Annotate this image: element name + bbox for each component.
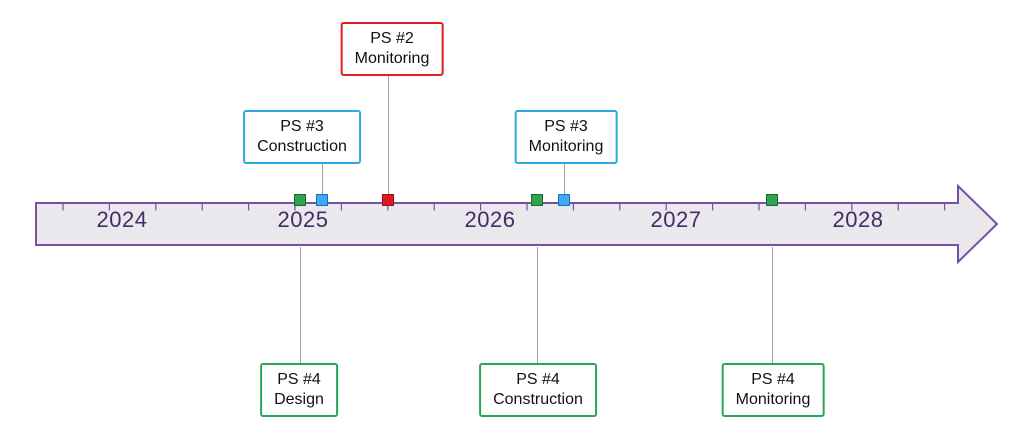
connector-line-ps3-monitoring: [563, 162, 565, 197]
year-label-2024: 2024: [96, 207, 148, 232]
event-label-line1: PS #3: [280, 118, 324, 135]
marker-ps4-monitoring: [766, 194, 778, 206]
marker-ps3-construction: [316, 194, 328, 206]
event-label-line1: PS #4: [277, 371, 321, 388]
year-label-2025: 2025: [277, 207, 329, 232]
event-box-ps2-monitoring: PS #2 Monitoring: [340, 22, 444, 76]
event-label-line2: Monitoring: [528, 138, 604, 155]
timeline-arrow-shape: [35, 183, 999, 265]
event-label-line2: Construction: [493, 391, 583, 408]
event-label-line1: PS #2: [370, 30, 414, 47]
marker-ps2-monitoring: [382, 194, 394, 206]
event-label-line1: PS #3: [544, 118, 588, 135]
marker-ps4-construction: [531, 194, 543, 206]
event-box-ps4-monitoring: PS #4 Monitoring: [721, 363, 825, 417]
event-label-line1: PS #4: [751, 371, 795, 388]
event-label-line2: Monitoring: [354, 50, 430, 67]
event-box-ps4-design: PS #4 Design: [260, 363, 338, 417]
event-box-ps4-construction: PS #4 Construction: [479, 363, 597, 417]
marker-ps4-design: [294, 194, 306, 206]
event-label-line2: Construction: [257, 138, 347, 155]
event-label-line2: Design: [274, 391, 324, 408]
connector-line-ps4-monitoring: [771, 247, 773, 364]
year-label-2026: 2026: [464, 207, 516, 232]
year-label-2028: 2028: [832, 207, 884, 232]
event-box-ps3-construction: PS #3 Construction: [243, 110, 361, 164]
connector-line-ps4-construction: [536, 247, 538, 364]
connector-line-ps3-construction: [321, 162, 323, 197]
year-label-2027: 2027: [650, 207, 702, 232]
event-label-line1: PS #4: [516, 371, 560, 388]
connector-line-ps2-monitoring: [387, 74, 389, 197]
marker-ps3-monitoring: [558, 194, 570, 206]
event-box-ps3-monitoring: PS #3 Monitoring: [514, 110, 618, 164]
event-label-line2: Monitoring: [735, 391, 811, 408]
connector-line-ps4-design: [299, 247, 301, 364]
timeline-ticks: [62, 204, 946, 211]
